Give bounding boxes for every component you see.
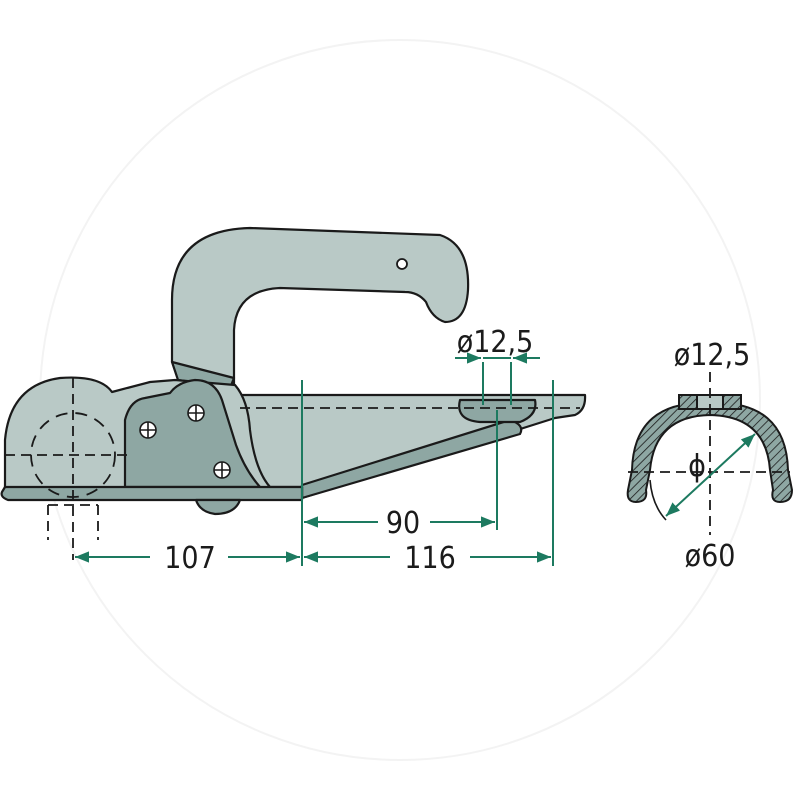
dimension-107: 107: [164, 541, 216, 576]
bolts: [139, 404, 231, 479]
handle: [170, 226, 470, 387]
base-plate: [0, 485, 304, 502]
dimension-60: ø60: [685, 539, 736, 574]
side-dimensions: [75, 352, 554, 566]
diameter-arrow: [665, 433, 756, 517]
side-plate: [123, 378, 262, 489]
lower-boss: [194, 498, 242, 516]
section-view: [626, 372, 794, 535]
dimension-116: 116: [404, 541, 456, 576]
diameter-symbol: ϕ: [688, 449, 706, 484]
dimension-hole-section: ø12,5: [674, 338, 751, 373]
center-lines: [5, 378, 580, 560]
dimension-hole-side: ø12,5: [457, 325, 534, 360]
handle-hole: [396, 258, 408, 270]
dimension-90: 90: [386, 506, 420, 541]
